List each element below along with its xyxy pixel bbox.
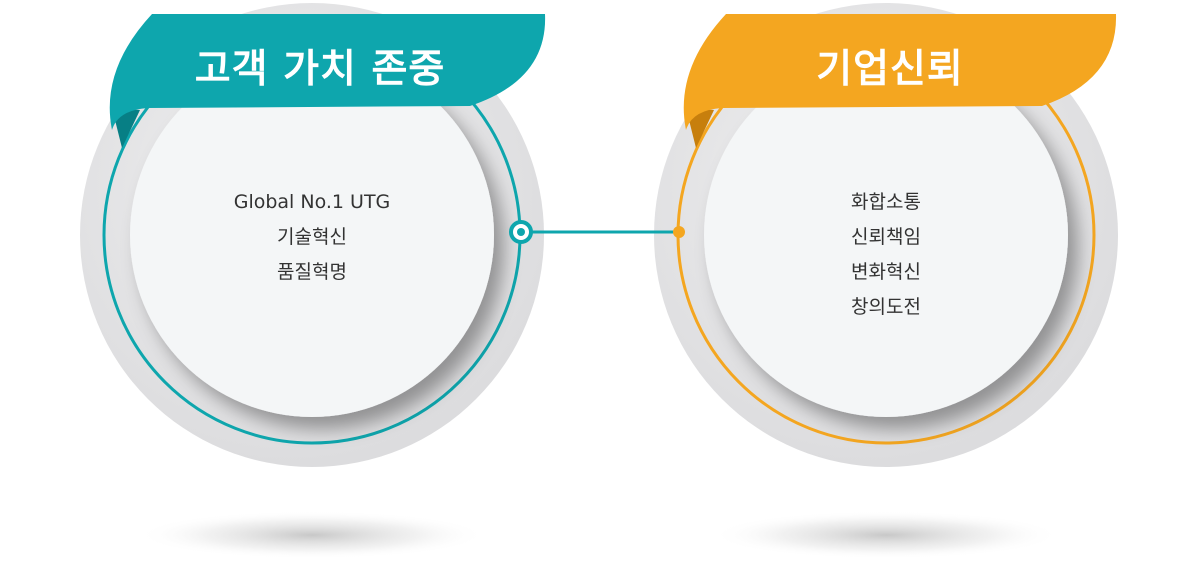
right-banner [683,14,1117,148]
left-line-1: Global No.1 UTG [233,191,391,213]
connector [509,220,685,244]
connector-orange-node [673,226,685,238]
left-floor-shadow [137,511,487,559]
left-circle [80,3,544,467]
right-circle [654,3,1118,467]
right-line-1: 화합소통 [851,191,921,213]
left-banner [109,14,546,148]
left-line-2: 기술혁신 [277,226,347,248]
right-banner-shape [683,14,1117,130]
right-inner-circle [704,53,1068,417]
right-circle-text: 화합소통 신뢰책임 변화혁신 창의도전 [736,185,1036,325]
left-inner-circle [130,53,494,417]
right-floor-shadow [711,511,1061,559]
right-line-3: 변화혁신 [851,261,921,283]
right-banner-title: 기업신뢰 [816,47,964,92]
left-banner-shape [109,14,546,130]
left-banner-title: 고객 가치 존중 [194,47,446,92]
right-line-2: 신뢰책임 [851,226,921,248]
connector-teal-node-core [517,228,525,236]
right-line-4: 창의도전 [851,296,921,318]
left-circle-text: Global No.1 UTG 기술혁신 품질혁명 [162,185,462,290]
left-line-3: 품질혁명 [277,261,347,283]
